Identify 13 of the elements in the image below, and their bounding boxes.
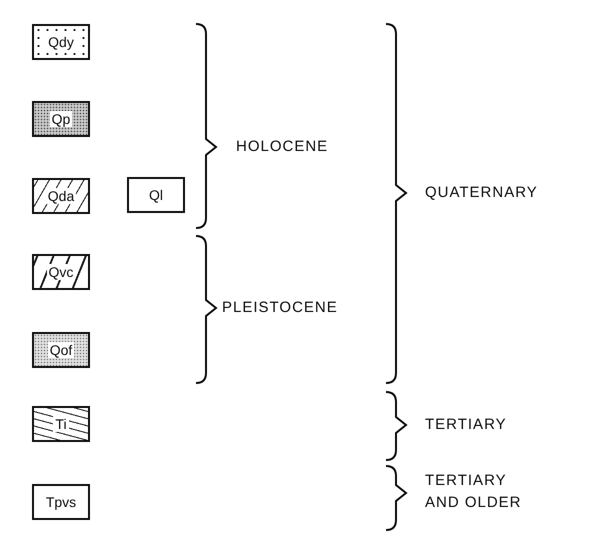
epoch-label: HOLOCENE	[236, 137, 328, 157]
map-unit-box: Qp	[32, 101, 90, 137]
map-unit-box: Ql	[127, 177, 185, 213]
map-unit-box: Qof	[32, 332, 90, 368]
map-unit-box: Qvc	[32, 254, 90, 290]
map-unit-box: Qda	[32, 178, 90, 214]
period-label: TERTIARY	[425, 415, 507, 435]
epoch-label: PLEISTOCENE	[222, 298, 338, 318]
period-label: TERTIARY AND OLDER	[425, 471, 523, 513]
map-unit-box: Ti	[32, 406, 90, 442]
period-label: QUATERNARY	[425, 183, 538, 203]
map-unit-box: Qdy	[32, 24, 90, 60]
map-unit-box: Tpvs	[32, 484, 90, 520]
